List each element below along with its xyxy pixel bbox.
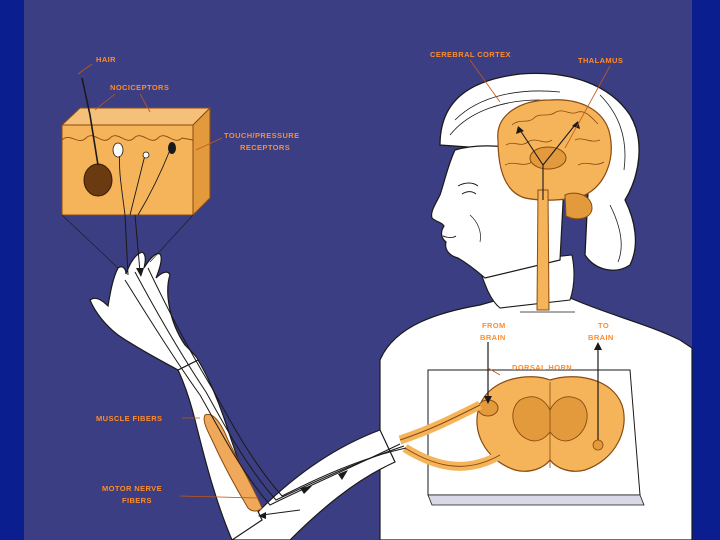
skin-side (193, 108, 210, 215)
label-from-brain-line2: BRAIN (480, 333, 506, 342)
label-cerebral-cortex: CEREBRAL CORTEX (430, 50, 511, 59)
label-nociceptors: NOCICEPTORS (110, 83, 169, 92)
label-motor-nerve-line2: FIBERS (122, 496, 152, 505)
label-from-brain-line1: FROM (482, 321, 506, 330)
label-to-brain-line2: BRAIN (588, 333, 614, 342)
label-touch-pressure-line2: RECEPTORS (240, 143, 290, 152)
spinal-cord-upper (537, 190, 549, 310)
label-touch-pressure-line1: TOUCH/PRESSURE (224, 131, 299, 140)
label-hair: HAIR (96, 55, 116, 64)
skin-top (62, 108, 210, 125)
skin-front (62, 125, 193, 215)
label-muscle-fibers: MUSCLE FIBERS (96, 414, 162, 423)
hair-follicle (84, 164, 112, 196)
label-to-brain-line1: TO (598, 321, 609, 330)
label-motor-nerve-line1: MOTOR NERVE (102, 484, 162, 493)
label-thalamus: THALAMUS (578, 56, 623, 65)
label-dorsal-horn: DORSAL HORN (512, 363, 572, 372)
